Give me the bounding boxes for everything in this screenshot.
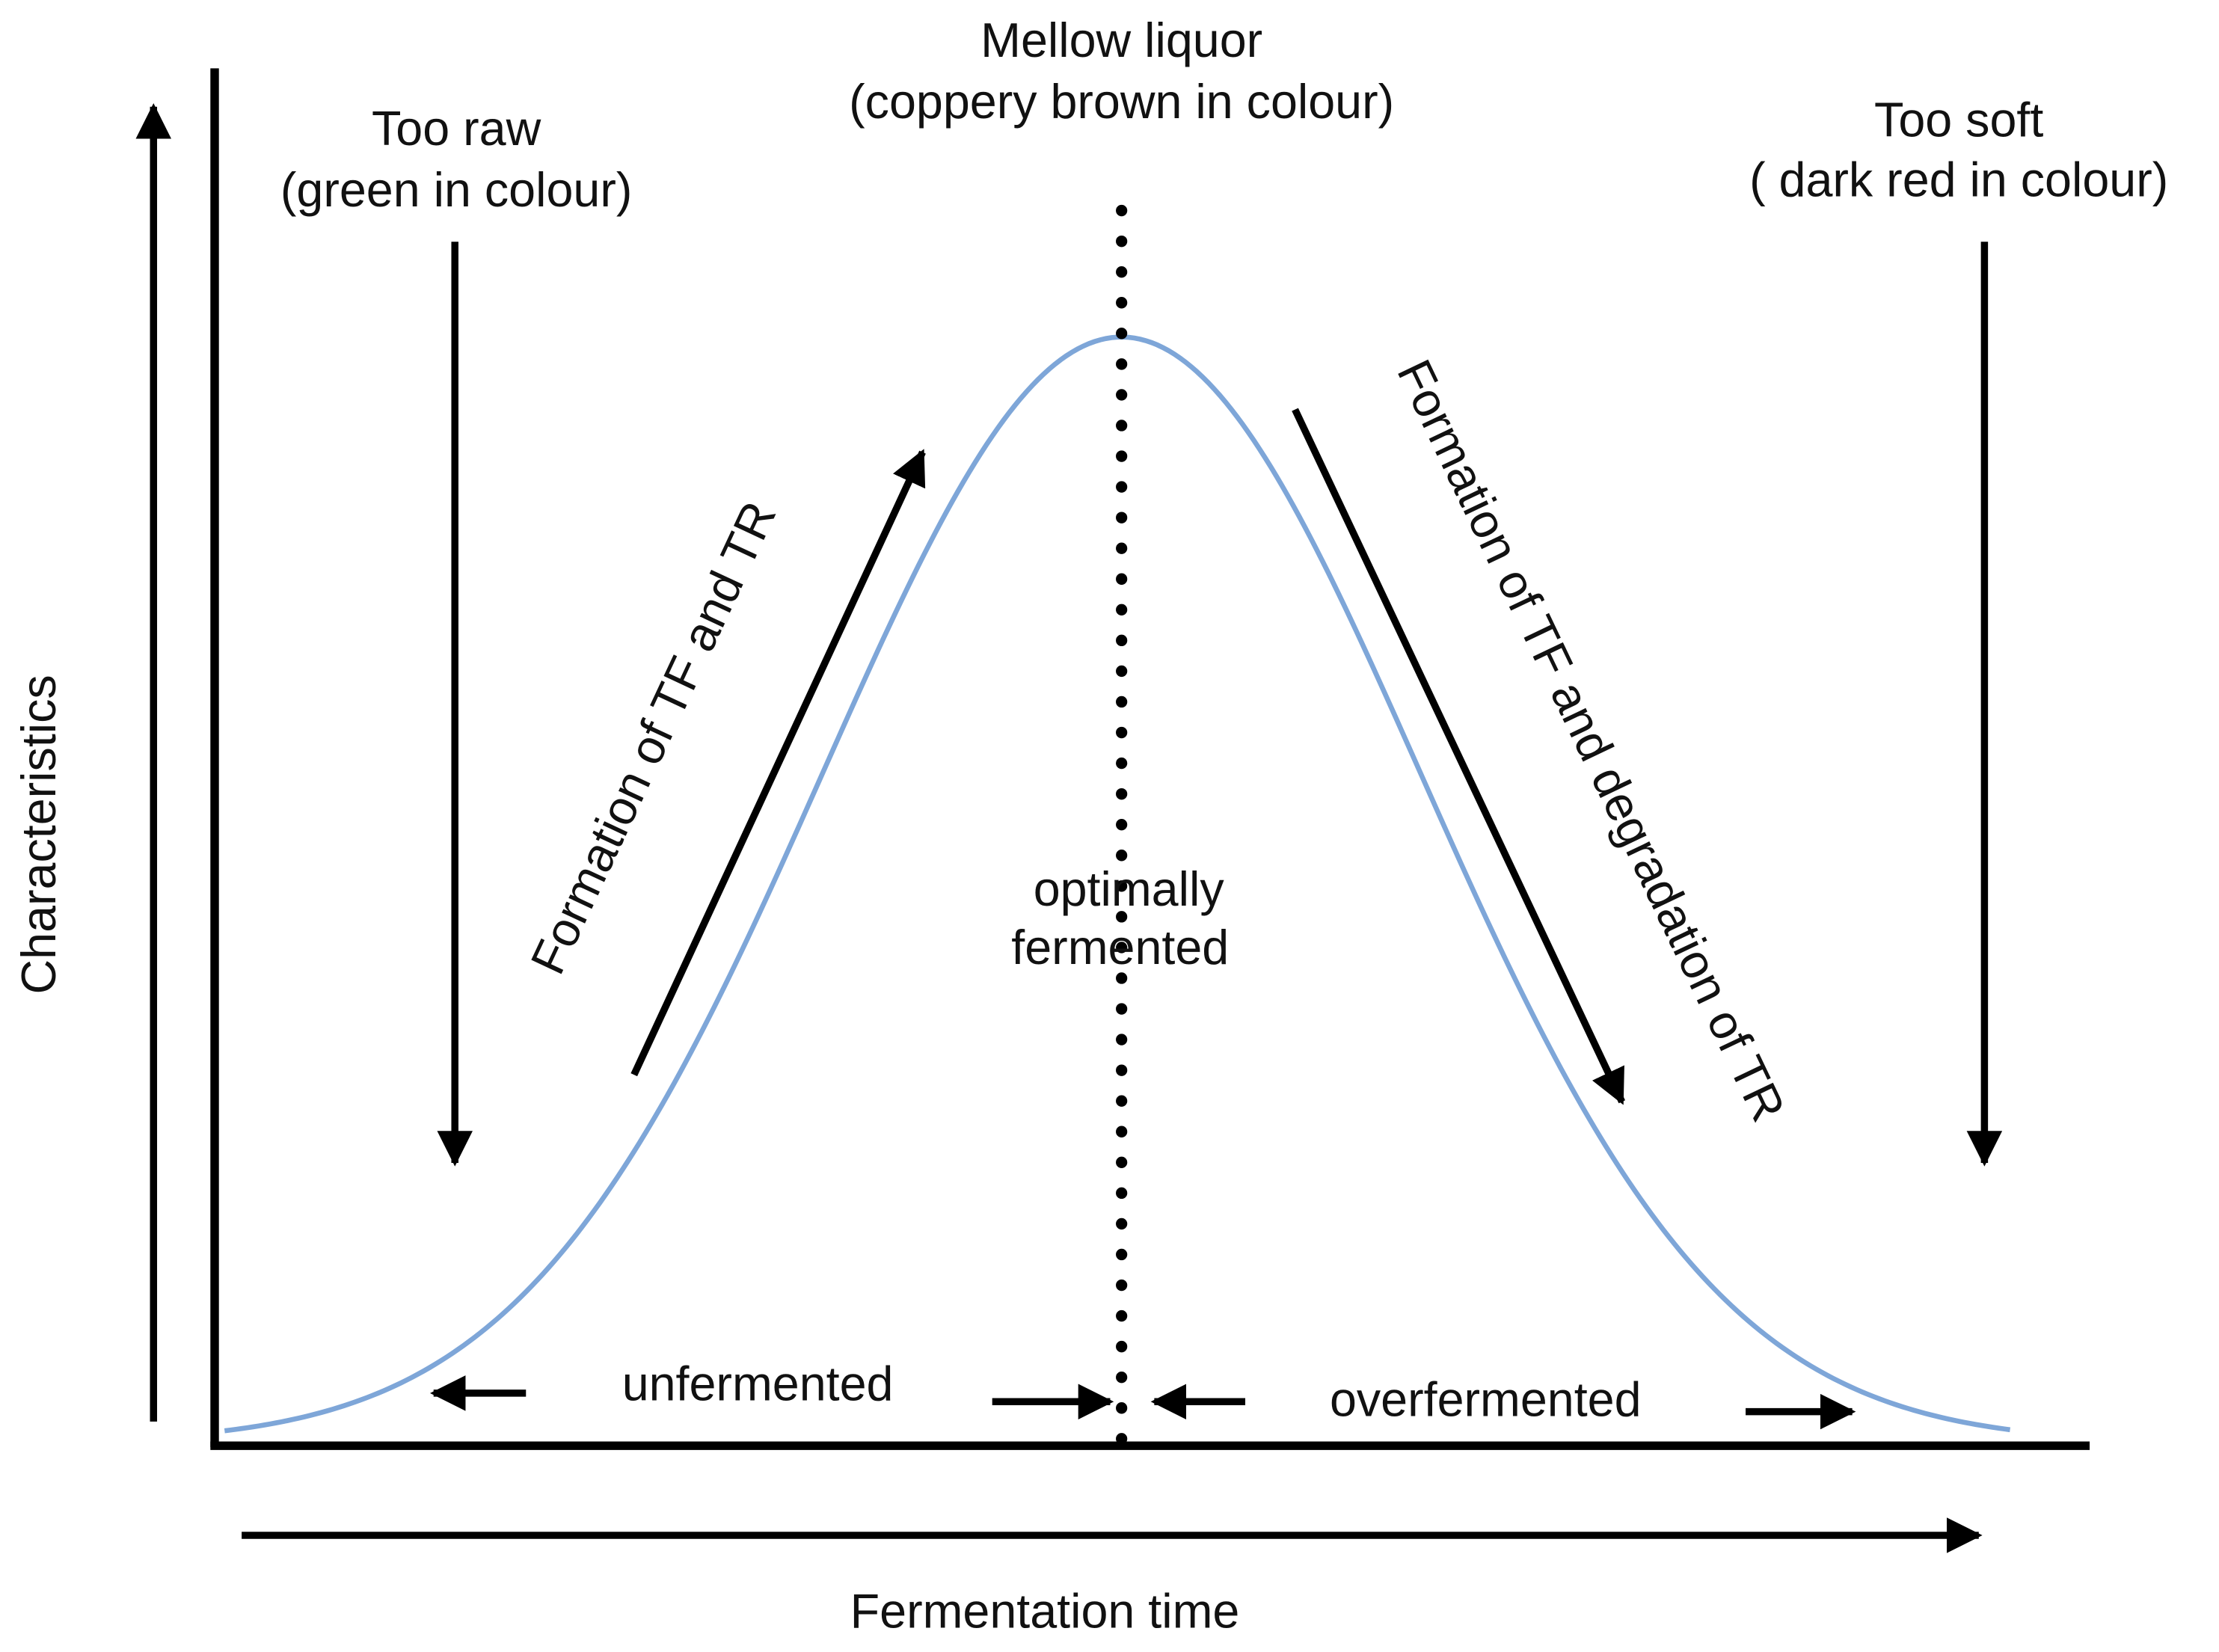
optimally-label: optimally <box>1034 862 1225 916</box>
too-soft-colour-label: ( dark red in colour) <box>1749 153 2168 206</box>
too-raw-label: Too raw <box>372 102 541 156</box>
x-axis-label: Fermentation time <box>850 1584 1240 1638</box>
too-soft-label: Too soft <box>1874 93 2043 147</box>
mellow-liquor-colour-label: (coppery brown in colour) <box>849 75 1394 129</box>
falling-arrow <box>1292 408 1626 1105</box>
y-axis-label: Characteristics <box>12 675 66 994</box>
too-raw-colour-label: (green in colour) <box>280 163 632 217</box>
fermented-label: fermented <box>1011 921 1229 974</box>
unfermented-label: unfermented <box>622 1357 894 1410</box>
rising-arrow-label: Formation of TF and TR <box>521 494 787 982</box>
rising-arrow <box>630 449 926 1077</box>
mellow-liquor-label: Mellow liquor <box>980 13 1262 67</box>
overfermented-label: overfermented <box>1330 1372 1642 1426</box>
